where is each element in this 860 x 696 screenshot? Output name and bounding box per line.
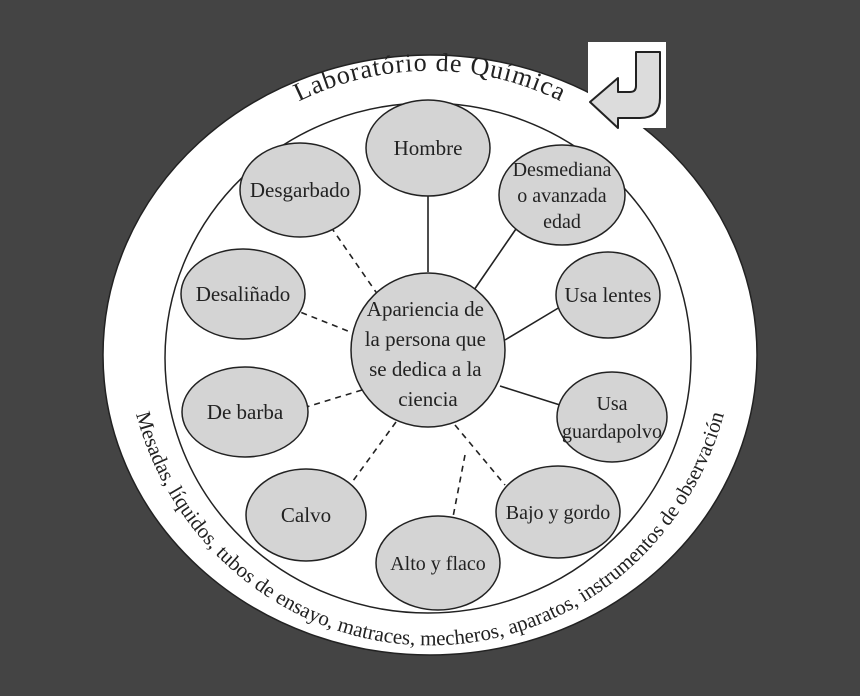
trait-node-shape — [375, 515, 501, 611]
trait-node-label: De barba — [207, 400, 284, 424]
trait-node: Usa lentes — [555, 251, 661, 339]
trait-node-label: Alto y flaco — [390, 553, 486, 575]
trait-node-shape — [498, 144, 626, 246]
trait-node-shape — [556, 371, 668, 463]
center-label: Apariencia de la persona que se dedica a… — [365, 297, 492, 411]
trait-node-label: Desgarbado — [250, 178, 350, 202]
connector-layer — [299, 190, 561, 518]
connector-dashed — [332, 229, 379, 296]
trait-node: Bajo y gordo — [495, 465, 621, 559]
trait-node-shape — [495, 465, 621, 559]
connector-solid — [473, 225, 519, 291]
connector-solid — [499, 385, 561, 406]
trait-node-shape — [239, 142, 361, 238]
trait-node: Hombre — [365, 99, 491, 197]
trait-node: Calvo — [245, 468, 367, 562]
trait-node: Alto y flaco — [375, 515, 501, 611]
trait-node-label: Desaliñado — [196, 282, 290, 306]
trait-node-shape — [245, 468, 367, 562]
trait-node-shape — [180, 248, 306, 340]
connector-dashed — [454, 424, 506, 486]
trait-node: Desgarbado — [239, 142, 361, 238]
trait-node-label: Calvo — [281, 503, 331, 527]
connector-solid — [504, 306, 561, 341]
connector-dashed — [349, 421, 397, 486]
trait-node: Desaliñado — [180, 248, 306, 340]
center-node: Apariencia de la persona que se dedica a… — [350, 272, 506, 428]
trait-node-label: Bajo y gordo — [506, 502, 610, 524]
trait-node-shape — [555, 251, 661, 339]
trait-node: De barba — [181, 366, 309, 458]
trait-node-shape — [181, 366, 309, 458]
return-arrow-icon — [588, 42, 666, 129]
trait-node-shape — [365, 99, 491, 197]
trait-node-label: Usa lentes — [565, 283, 652, 307]
trait-node-label: Hombre — [394, 136, 463, 160]
